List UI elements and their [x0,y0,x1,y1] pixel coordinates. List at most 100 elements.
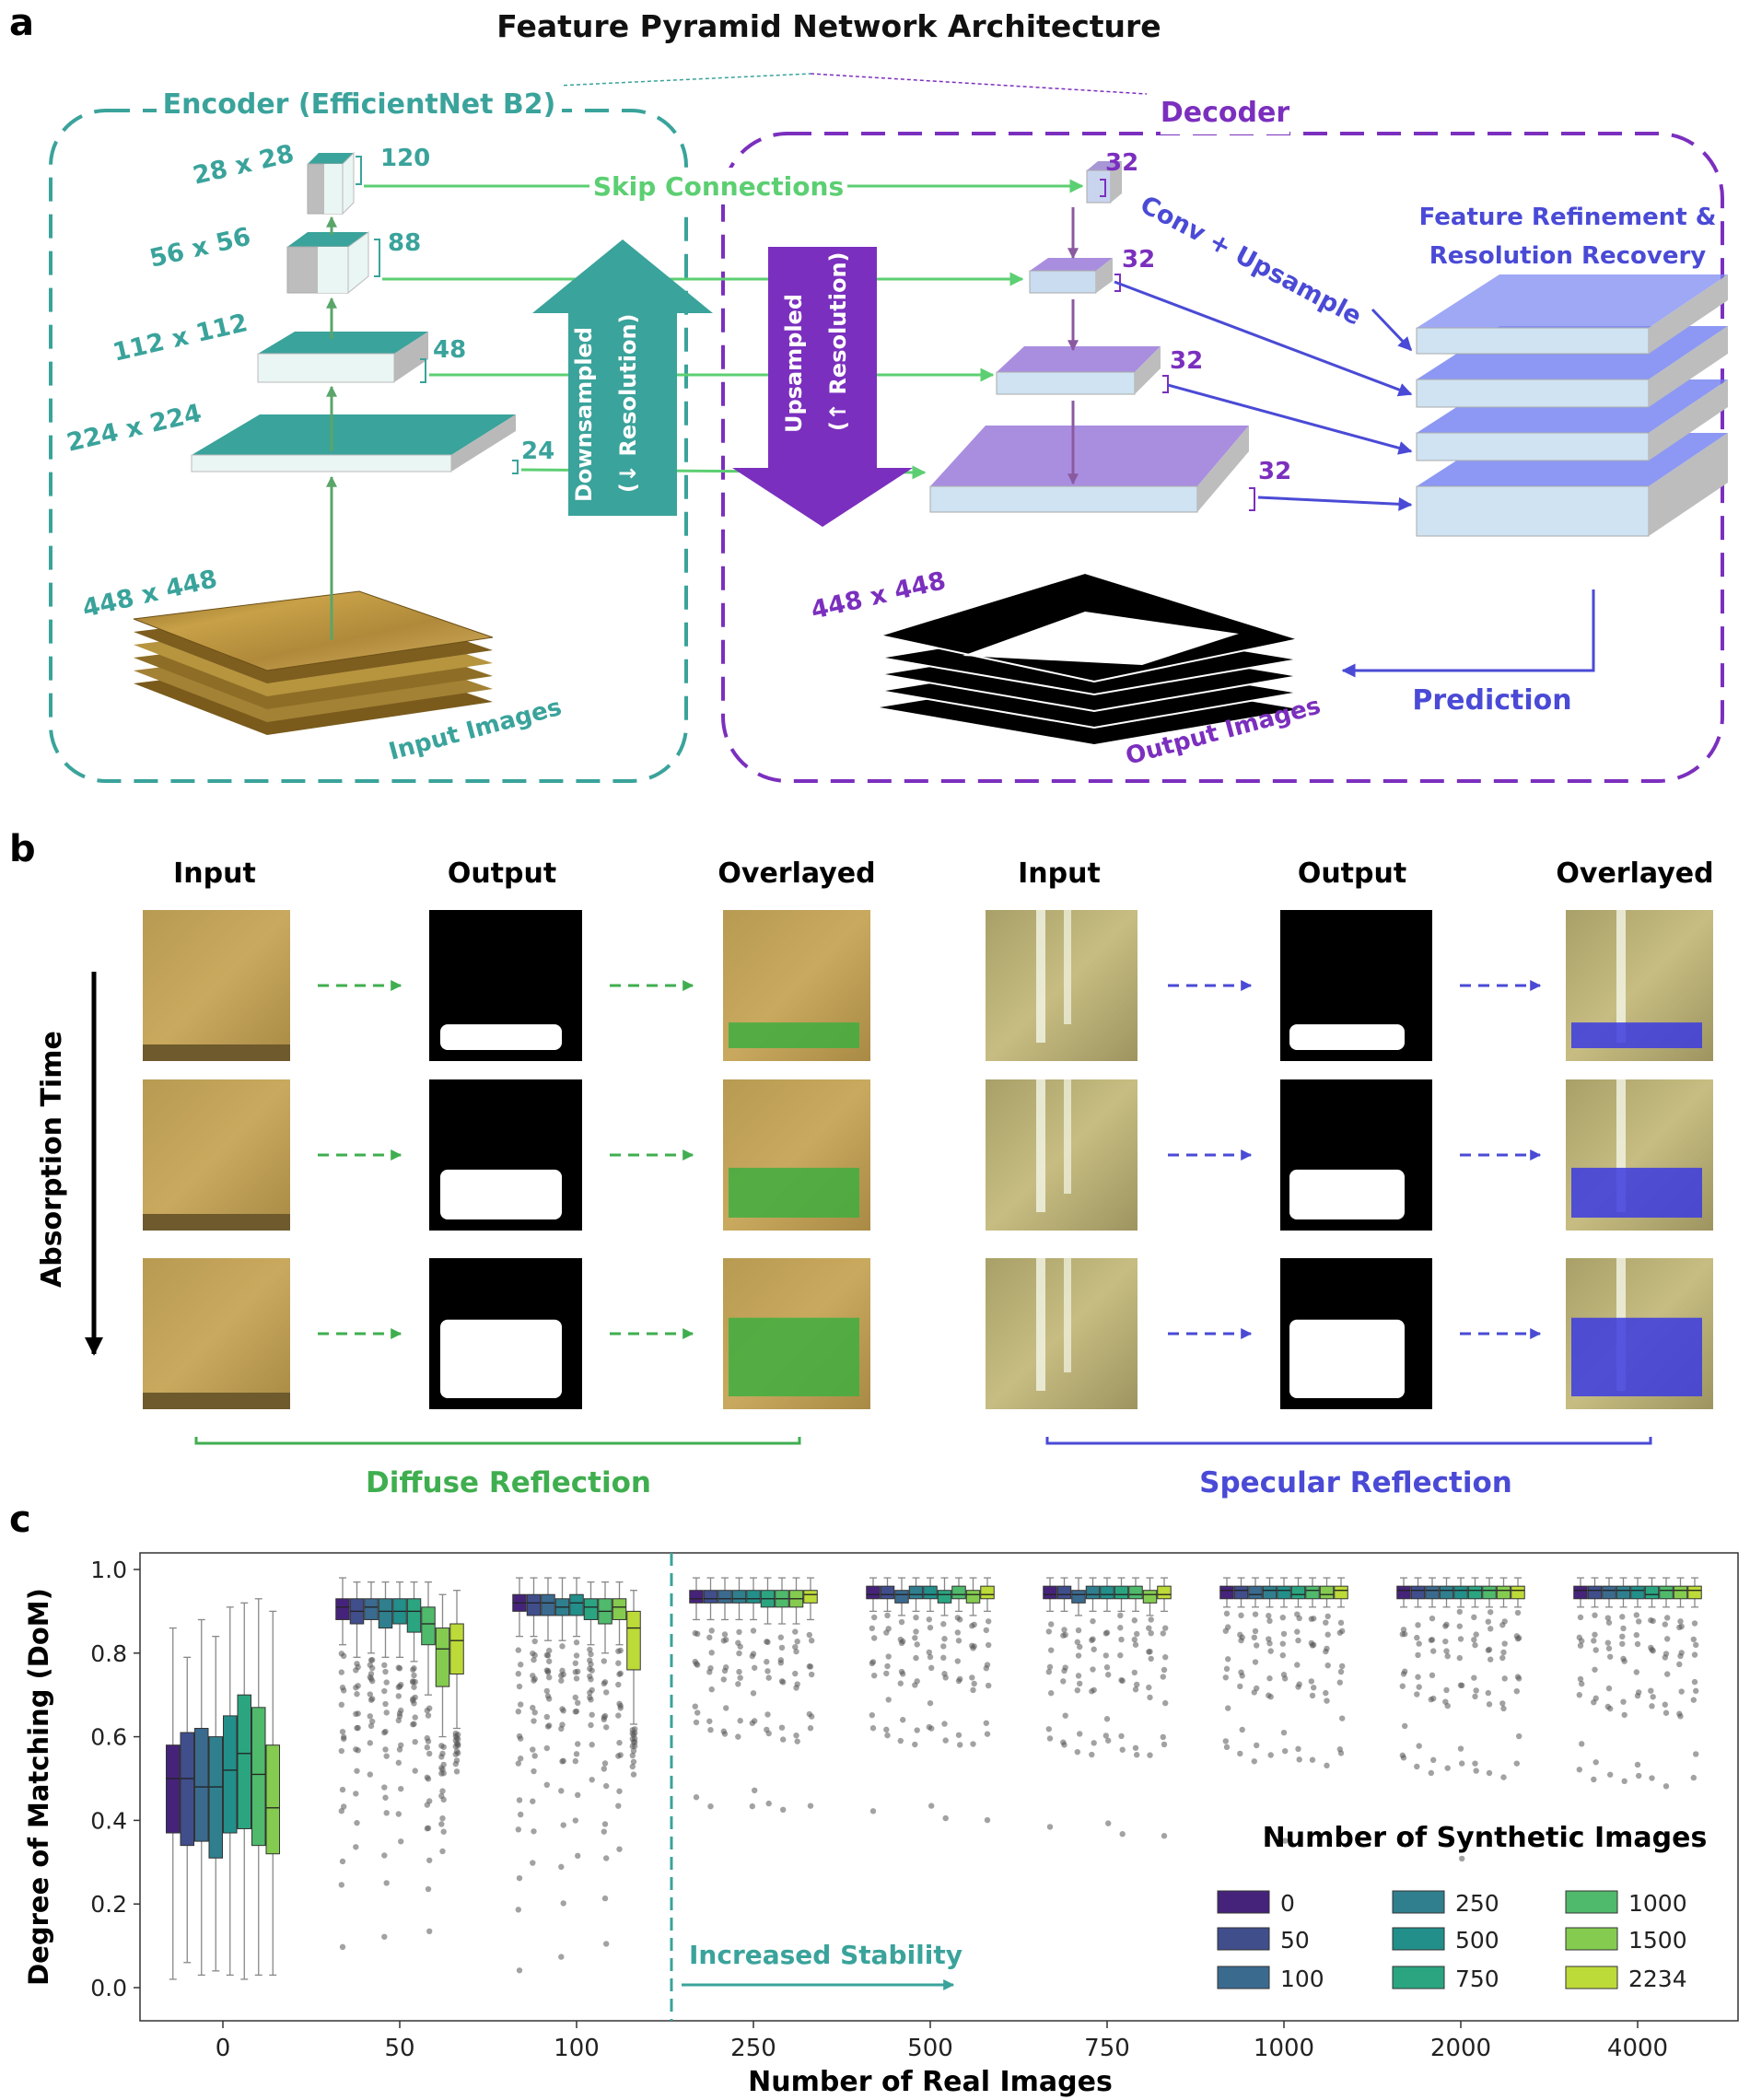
conv-arrow-2 [1114,280,1413,397]
outlier-point [355,1710,361,1717]
increased-stability-label: Increased Stability [689,1940,962,1970]
outlier-point [1488,1656,1494,1662]
outlier-point [560,1822,566,1828]
outlier-point [575,1699,581,1707]
image-base [143,1044,290,1061]
outlier-point [927,1699,934,1707]
outlier-point [368,1722,375,1730]
outlier-point [629,1752,636,1759]
outlier-point [424,1744,430,1751]
box [1410,1585,1426,1600]
box [1630,1585,1645,1600]
box [1659,1585,1674,1600]
encoder-layer-224 [191,414,516,472]
outlier-point [1473,1631,1479,1638]
outlier-point [1619,1633,1626,1640]
outlier-point [1499,1654,1506,1662]
outlier-point [1279,1640,1287,1647]
outlier-point [983,1665,990,1672]
x-axis-label: Number of Real Images [748,2066,1113,2098]
outlier-point [1516,1675,1522,1682]
outlier-point [559,1706,566,1712]
outlier-point [941,1721,948,1727]
outlier-point [615,1802,622,1809]
outlier-point [338,1808,344,1814]
outlier-point [1146,1649,1152,1655]
outlier-point [455,1743,461,1749]
outlier-point [1105,1737,1112,1744]
outlier-point [1102,1630,1110,1637]
y-tick-label: 0.6 [90,1724,127,1751]
outlier-point [1607,1705,1614,1712]
outlier-point [1457,1745,1464,1752]
outlier-point [575,1852,581,1860]
outlier-point [807,1802,814,1809]
outlier-point [615,1660,622,1666]
outlier-point [452,1760,459,1768]
outlier-point [424,1826,430,1832]
outlier-point [382,1668,389,1675]
outlier-point [587,1646,593,1653]
mask-region [440,1319,562,1398]
dec-ch-3: 32 [1170,347,1203,375]
outlier-point [426,1928,433,1935]
outlier-point [1131,1636,1138,1643]
outlier-point [603,1724,610,1731]
outlier-point [630,1747,637,1755]
outlier-point [914,1727,920,1733]
outlier-point [1223,1665,1231,1673]
outlier-point [531,1656,537,1663]
outlier-point [806,1631,812,1639]
box [1085,1585,1101,1600]
box [1644,1585,1660,1600]
box [435,1628,450,1687]
outlier-point [884,1732,891,1739]
outlier-point [900,1717,906,1723]
outlier-point [411,1672,417,1679]
outlier-point [381,1784,388,1791]
outlier-point [395,1664,402,1671]
outlier-point [601,1895,609,1902]
outlier-point [708,1650,715,1656]
outlier-point [1075,1627,1082,1634]
legend-swatch [1392,1927,1445,1951]
outlier-point [1604,1639,1612,1646]
outlier-point [871,1635,878,1641]
outlier-point [1045,1726,1053,1732]
outlier-point [778,1724,786,1731]
outlier-point [1046,1663,1054,1671]
outlier-point [1311,1616,1317,1622]
outlier-point [1649,1775,1655,1781]
outlier-point [531,1718,537,1724]
outlier-point [543,1744,550,1752]
outlier-point [1311,1641,1317,1648]
outlier-point [706,1718,713,1724]
y-axis-label: Degree of Matching (DoM) [23,1588,54,1986]
outlier-point [984,1731,991,1737]
outlier-point [1607,1771,1614,1778]
outlier-point [354,1819,360,1826]
outlier-point [1254,1642,1260,1649]
outlier-point [1592,1647,1599,1653]
outlier-point [1046,1824,1054,1830]
outlier-point [369,1677,376,1685]
upsampled-label-1: Upsampled [781,294,807,433]
reflection-streak [1616,1079,1626,1212]
enc-size-112: 112 x 112 [111,309,251,368]
outlier-point [954,1629,962,1636]
outlier-point [1414,1763,1420,1770]
outlier-point [1621,1778,1628,1785]
specular-label: Specular Reflection [1199,1466,1512,1499]
outlier-point [913,1628,919,1635]
box [1496,1585,1511,1600]
outlier-point [954,1658,962,1664]
outlier-point [381,1933,388,1940]
reflection-streak [1616,910,1626,1043]
mask-region [1289,1319,1405,1398]
outlier-point [558,1954,565,1960]
outlier-point [1676,1661,1683,1668]
outlier-point [1239,1673,1245,1679]
outlier-point [630,1771,637,1778]
outlier-point [1501,1675,1508,1682]
